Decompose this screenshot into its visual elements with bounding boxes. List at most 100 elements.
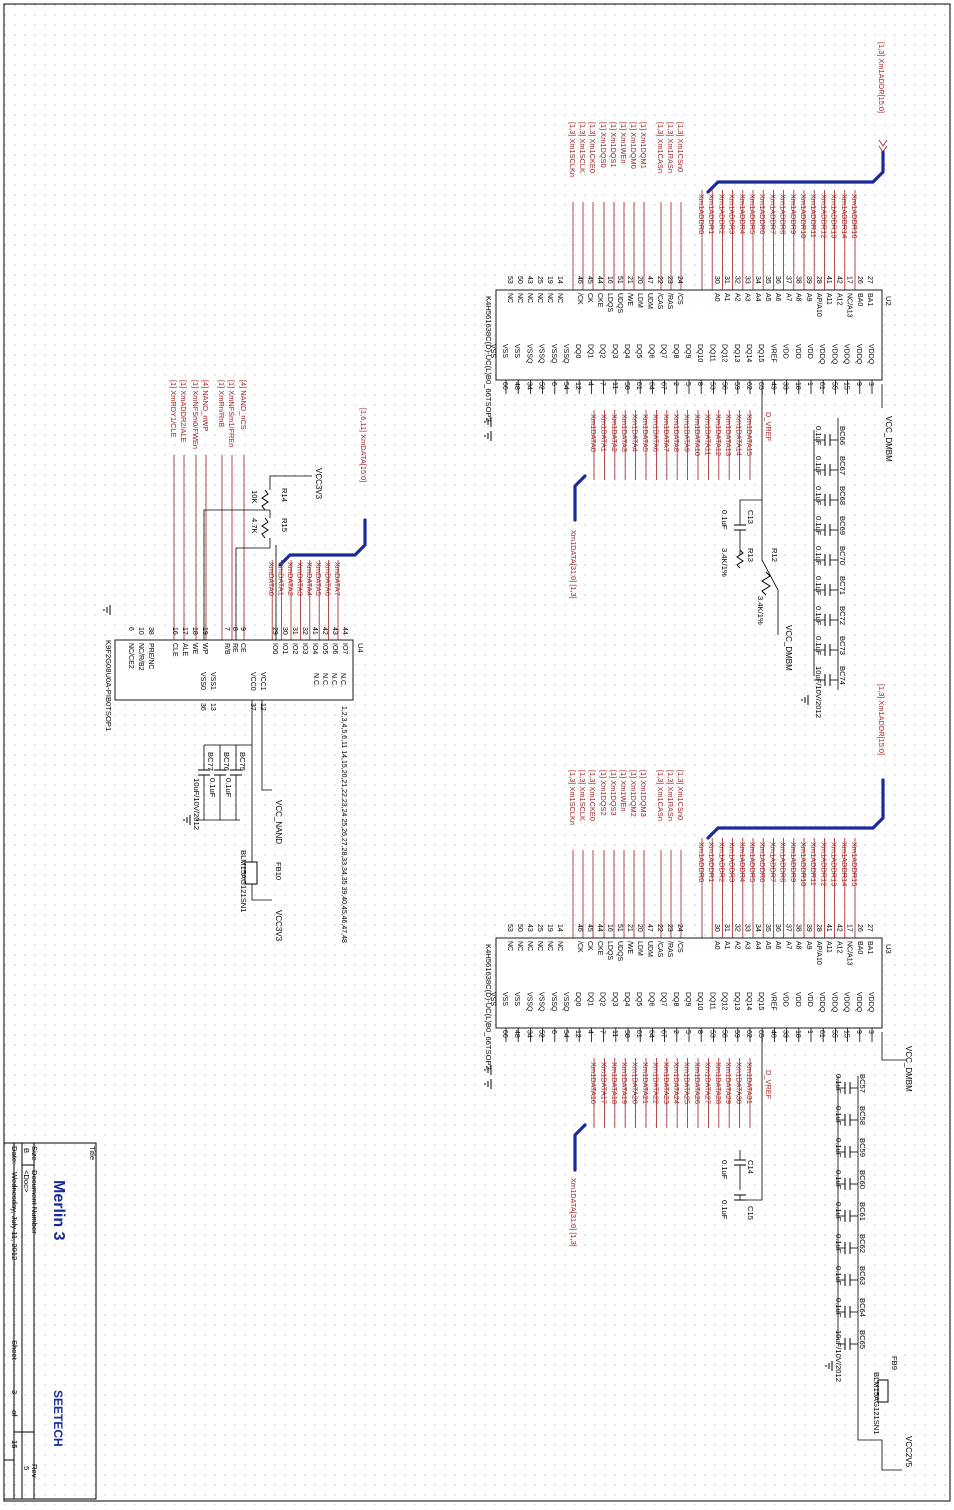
u3-fb9: FB9 BLM15AG121SN1 xyxy=(872,1356,899,1434)
u2-addr-net: Xm1ADDR7 xyxy=(768,194,777,234)
u2-data-net: Xm1DATA14 xyxy=(735,414,744,456)
u3-part: K4H561638C(D)-UC(L)B0_66TSOP2 xyxy=(484,944,493,1070)
u2-ctrl-net: [1,3] Xm1CKE0 xyxy=(588,122,597,173)
u2-addr-pin: 30 xyxy=(713,276,720,284)
u2-right-pin: 3 xyxy=(867,382,874,386)
u2-ctrl-pin: 46 xyxy=(576,276,583,284)
u3-right-pin: 56 xyxy=(721,1030,728,1038)
u2-addr-net: Xm1ADDR6 xyxy=(758,194,767,234)
u3-right-pin: 54 xyxy=(562,1030,569,1038)
u2-right-pin-name: DQ15 xyxy=(757,344,764,362)
u2-right-pin-name: VDDQ xyxy=(830,344,837,365)
u2-ctrl-pin-name: /CAS xyxy=(656,293,663,310)
u4-ctrl-pin: 16 xyxy=(171,627,178,635)
u4-ctrl-pin: 19 xyxy=(201,627,208,635)
u2-right-pin-name: DQ13 xyxy=(733,344,740,362)
u2-right-pin-name: VDDQ xyxy=(867,344,874,365)
u4-data-net: XmDATA2 xyxy=(286,562,295,596)
u2-ctrl-pin-name: /WE xyxy=(626,293,633,307)
ground-symbol xyxy=(801,695,809,705)
u3-addr-pin: 17 xyxy=(846,924,853,932)
u2-ref: U2 xyxy=(884,296,893,306)
u2-right-pin: 52 xyxy=(538,382,545,390)
u4-pwr-pin-name: VSS0 xyxy=(199,672,206,690)
u3-right-pin: 12 xyxy=(574,1030,581,1038)
u3-data-net: Xm1DATA22 xyxy=(651,1062,660,1104)
u3-right-pin-name: DQ1 xyxy=(586,992,593,1007)
u2-addr-pin-name: AP/A10 xyxy=(815,293,822,317)
u4-pwr-pin: 12 xyxy=(259,703,266,711)
u4-ctrl-net: [4] NAND_nCS xyxy=(239,380,248,430)
u4-ctrl-pin-name: NC/R/B2 xyxy=(137,643,144,671)
u2-right-pin: 15 xyxy=(843,382,850,390)
u2-right-pin-name: DQ7 xyxy=(660,344,667,359)
u2-right-pin: 67 xyxy=(660,382,667,390)
u3-right-pin-name: VDDQ xyxy=(818,992,825,1013)
u2-right-pin-name: VDDQ xyxy=(855,344,862,365)
u4-pullup-wires xyxy=(203,475,312,640)
u4-part: K9F2G08U0A-PIB0TSOP1 xyxy=(104,640,113,731)
u3-addr-net: Xm1ADDR7 xyxy=(768,842,777,882)
u2-ctrl-pin: 45 xyxy=(586,276,593,284)
u3-addr-pin-name: BA0 xyxy=(856,941,863,954)
u2-addr-bus-arrow xyxy=(878,139,888,153)
u3-cap-ref: BC64 xyxy=(858,1298,867,1317)
u3-left-pins: 27261742412839383736353433323130BA1BA0NC… xyxy=(506,924,873,966)
u2-right-pin: 54 xyxy=(562,382,569,390)
u3-right-pin: 3 xyxy=(867,1030,874,1034)
u3-ctrl-net: [1] Xm1WEn xyxy=(619,770,628,811)
u3-vcc-label: VCC_DMBM xyxy=(904,1046,913,1092)
u3-cap-value: 0.1uF xyxy=(834,1202,843,1222)
u2-data-net: Xm1DATA13 xyxy=(724,414,733,456)
u2-right-pin-name: DQ11 xyxy=(708,344,715,362)
u2-addr-pin-name: A4 xyxy=(754,293,761,302)
u3-ctrl-pin: 21 xyxy=(626,924,633,932)
u3-ctrl-pin-name: /WE xyxy=(626,941,633,955)
u2-right-pin-name: VDDQ xyxy=(818,344,825,365)
u4-fb10: FB10 BLM15AG121SN1 xyxy=(239,850,283,912)
u2-address-nets: Xm1ADDR16Xm1ADDR14Xm1ADDR13Xm1ADDR12Xm1A… xyxy=(697,190,859,290)
u3-right-pin: 11 xyxy=(611,1030,618,1037)
u2-right-pin: 4 xyxy=(586,382,593,386)
u4-vcc-wire xyxy=(203,700,272,901)
u2-addr-pin: 42 xyxy=(835,276,842,284)
u3-right-pin-name: DQ5 xyxy=(635,992,642,1007)
u3-ctrl-pin-name: LDQS xyxy=(606,941,613,960)
u3-addr-pin-name: A0 xyxy=(713,941,720,950)
u3-cap-value: 0.1uF xyxy=(834,1234,843,1254)
u3-addr-bus xyxy=(706,778,885,840)
u3-right-pin: 40 xyxy=(769,1030,776,1038)
u3-right-pin-name: VSSQ xyxy=(525,992,532,1012)
u2-right-pin-name: VSSQ xyxy=(550,344,557,364)
u3-addr-pin-name: AP/A10 xyxy=(815,941,822,965)
u4-ctrl-net: [1] XmRDY1/CLE xyxy=(169,380,178,438)
u2-right-pin-name: DQ5 xyxy=(635,344,642,359)
u2-addr-pin: 32 xyxy=(733,276,740,284)
u2-ctrl-pin: 25 xyxy=(536,276,543,284)
u3-right-pin-name: VSS xyxy=(501,992,508,1006)
u2-right-pin: 55 xyxy=(830,382,837,390)
u3-ctrl-pin-name: CK xyxy=(586,941,593,951)
u3-addr-pin: 28 xyxy=(815,924,822,932)
u2-right-pin: 6 xyxy=(550,382,557,386)
u3-addr-pin-name: A3 xyxy=(744,941,751,950)
u2-data-net: Xm1DATA3 xyxy=(620,414,629,452)
u3-cap-value: 10uF/10V/2012 xyxy=(834,1330,843,1382)
u4-cap-value: 0.1uF xyxy=(224,778,233,798)
title-block: Title Merlin 3 SEETECH Size B Document N… xyxy=(3,1142,97,1500)
u3-address-nets: Xm1ADDR15Xm1ADDR14Xm1ADDR13Xm1ADDR12Xm1A… xyxy=(697,838,859,938)
u3-right-pin: 67 xyxy=(660,1030,667,1038)
u3-data-net: Xm1DATA31 xyxy=(745,1062,754,1104)
u4-cap-ref: BC75 xyxy=(238,752,247,771)
u3-right-pin-name: DQ10 xyxy=(696,992,703,1010)
u3-vcc-in: VCC2V5 xyxy=(904,1436,913,1468)
u3-cap-ref: BC61 xyxy=(858,1202,867,1221)
u3-right-pin-name: VSS xyxy=(489,992,496,1006)
